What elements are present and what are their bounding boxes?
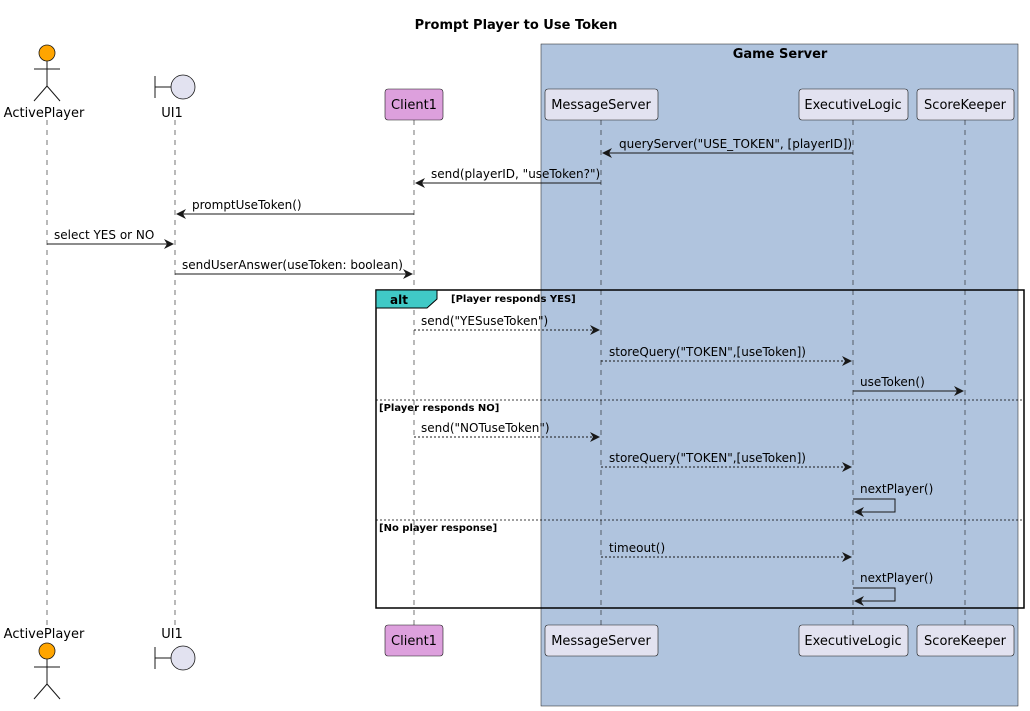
boundary-bottom-ui1: UI1: [154, 627, 196, 671]
messages: queryServer("USE_TOKEN", [playerID]) sen…: [47, 137, 964, 606]
participant-label-message-server-bottom: MessageServer: [551, 634, 651, 649]
alt-tag-label: alt: [390, 293, 408, 307]
alt-tag: [375, 289, 438, 309]
participant-bottom-score-keeper: ScoreKeeper: [916, 624, 1015, 657]
message-label: send(playerID, "useToken?"): [431, 167, 600, 181]
message-label: timeout(): [609, 541, 665, 555]
message-label: storeQuery("TOKEN",[useToken]): [609, 451, 806, 465]
participant-top-executive-logic: ExecutiveLogic: [798, 88, 909, 121]
participant-top-score-keeper: ScoreKeeper: [916, 88, 1015, 121]
message-label: select YES or NO: [54, 228, 154, 242]
participant-label-score-keeper: ScoreKeeper: [924, 98, 1007, 113]
participant-top-client1: Client1: [384, 88, 444, 121]
participant-label-client1: Client1: [391, 98, 437, 113]
alt-fragment: alt [Player responds YES] [Player respon…: [375, 289, 1025, 609]
diagram-title: Prompt Player to Use Token: [415, 18, 618, 33]
message-label: useToken(): [860, 375, 925, 389]
message-label: send("NOTuseToken"): [421, 421, 550, 435]
participant-label-ui1-bottom: UI1: [161, 627, 183, 642]
boundary-top-ui1: UI1: [154, 74, 196, 121]
message-label: nextPlayer(): [860, 571, 933, 585]
message-label: promptUseToken(): [192, 198, 302, 212]
game-server-group: [540, 43, 1019, 707]
participant-top-message-server: MessageServer: [544, 88, 659, 121]
message-label: queryServer("USE_TOKEN", [playerID]): [619, 137, 852, 151]
participant-label-executive-logic: ExecutiveLogic: [804, 98, 901, 113]
message-arrow: [853, 587, 896, 606]
guard-none: [No player response]: [379, 523, 497, 534]
actor-top-active-player: ActivePlayer: [4, 44, 85, 121]
participant-label-executive-logic-bottom: ExecutiveLogic: [804, 634, 901, 649]
guard-no: [Player responds NO]: [379, 403, 499, 414]
boundary-icon: [170, 74, 196, 100]
participant-bottom-message-server: MessageServer: [544, 624, 659, 657]
lifelines: [46, 120, 966, 630]
actor-icon: [38, 642, 56, 660]
message-label: storeQuery("TOKEN",[useToken]): [609, 345, 806, 359]
participant-label-message-server: MessageServer: [551, 98, 651, 113]
participant-label-active-player-bottom: ActivePlayer: [4, 627, 85, 642]
actor-bottom-active-player: ActivePlayer: [4, 627, 85, 700]
participant-label-score-keeper-bottom: ScoreKeeper: [924, 634, 1007, 649]
participant-bottom-client1: Client1: [384, 624, 444, 657]
message-label: nextPlayer(): [860, 482, 933, 496]
boundary-icon: [170, 645, 196, 671]
participant-label-active-player: ActivePlayer: [4, 106, 85, 121]
message-label: send("YESuseToken"): [421, 314, 548, 328]
participant-bottom-executive-logic: ExecutiveLogic: [798, 624, 909, 657]
participant-label-client1-bottom: Client1: [391, 634, 437, 649]
message-label: sendUserAnswer(useToken: boolean): [182, 258, 403, 272]
message-arrow: [853, 498, 896, 517]
participant-label-ui1: UI1: [161, 106, 183, 121]
actor-icon: [38, 44, 56, 62]
game-server-label: Game Server: [733, 47, 828, 62]
guard-yes: [Player responds YES]: [451, 294, 576, 305]
